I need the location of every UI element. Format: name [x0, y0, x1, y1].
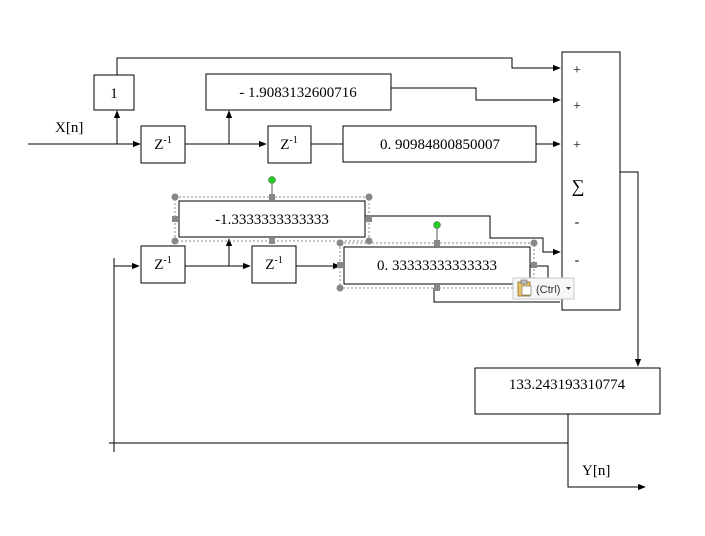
delay-block-2[interactable]: Z-1 [267, 125, 312, 164]
coefficient-a1-block[interactable]: -1.3333333333333 [171, 176, 373, 245]
coefficient-a2-block[interactable]: 0. 33333333333333 [336, 221, 538, 292]
delay-block-4[interactable]: Z-1 [251, 245, 297, 284]
gain-block[interactable]: 133.243193310774 [474, 367, 661, 415]
coefficient-b2-block[interactable]: 0. 90984800850007 [342, 125, 537, 163]
rotation-handle[interactable] [268, 176, 276, 184]
delay-3-exponent: -1 [163, 255, 171, 266]
coefficient-b1-block[interactable]: - 1.9083132600716 [205, 73, 392, 111]
coefficient-b2-value: 0. 90984800850007 [380, 137, 501, 153]
delay-2-label: Z [280, 137, 289, 153]
delay-4-exponent: -1 [274, 255, 282, 266]
svg-text:Z-1: Z-1 [154, 135, 172, 153]
delay-block-3[interactable]: Z-1 [140, 245, 186, 284]
resize-handle[interactable] [171, 237, 179, 245]
coefficient-b0-value: 1 [110, 86, 118, 102]
delay-2-exponent: -1 [289, 135, 297, 146]
chevron-down-icon [566, 287, 571, 290]
resize-handle[interactable] [366, 216, 372, 222]
resize-handle[interactable] [269, 194, 275, 200]
input-label: X[n] [55, 120, 83, 136]
summer-sign-1: + [573, 63, 581, 78]
resize-handle[interactable] [434, 240, 440, 246]
rotation-handle[interactable] [433, 221, 441, 229]
summer-sign-3: + [573, 138, 581, 153]
resize-handle[interactable] [336, 239, 344, 247]
resize-handle[interactable] [336, 284, 344, 292]
resize-handle[interactable] [365, 237, 373, 245]
coefficient-b1-value: - 1.9083132600716 [239, 85, 357, 101]
feedforward-wires [28, 57, 561, 148]
summer-sign-2: + [573, 99, 581, 114]
delay-3-label: Z [154, 257, 163, 273]
resize-handle[interactable] [269, 238, 275, 244]
resize-handle[interactable] [530, 239, 538, 247]
delay-1-label: Z [154, 137, 163, 153]
svg-text:Z-1: Z-1 [265, 255, 283, 273]
resize-handle[interactable] [172, 216, 178, 222]
coefficient-a2-value: 0. 33333333333333 [377, 258, 497, 274]
svg-text:Z-1: Z-1 [154, 255, 172, 273]
svg-text:Z-1: Z-1 [280, 135, 298, 153]
resize-handle[interactable] [434, 285, 440, 291]
paste-options-label: (Ctrl) [536, 284, 560, 296]
output-wires [567, 171, 646, 491]
coefficient-b0-block[interactable]: 1 [93, 74, 135, 111]
coefficient-a1-value: -1.3333333333333 [215, 212, 329, 228]
output-label: Y[n] [582, 463, 610, 479]
summer-sign-4: - [575, 215, 580, 230]
resize-handle[interactable] [531, 262, 537, 268]
gain-value: 133.243193310774 [509, 377, 626, 393]
clipboard-icon [517, 279, 532, 297]
resize-handle[interactable] [337, 262, 343, 268]
resize-handle[interactable] [365, 193, 373, 201]
resize-handle[interactable] [171, 193, 179, 201]
delay-block-1[interactable]: Z-1 [140, 125, 186, 164]
delay-4-label: Z [265, 257, 274, 273]
delay-1-exponent: -1 [163, 135, 171, 146]
summation-block[interactable]: + + + ∑ - - [561, 51, 621, 311]
paste-options-button[interactable]: (Ctrl) [512, 277, 575, 300]
summer-sign-5: - [575, 253, 580, 268]
sigma-symbol: ∑ [572, 176, 585, 196]
